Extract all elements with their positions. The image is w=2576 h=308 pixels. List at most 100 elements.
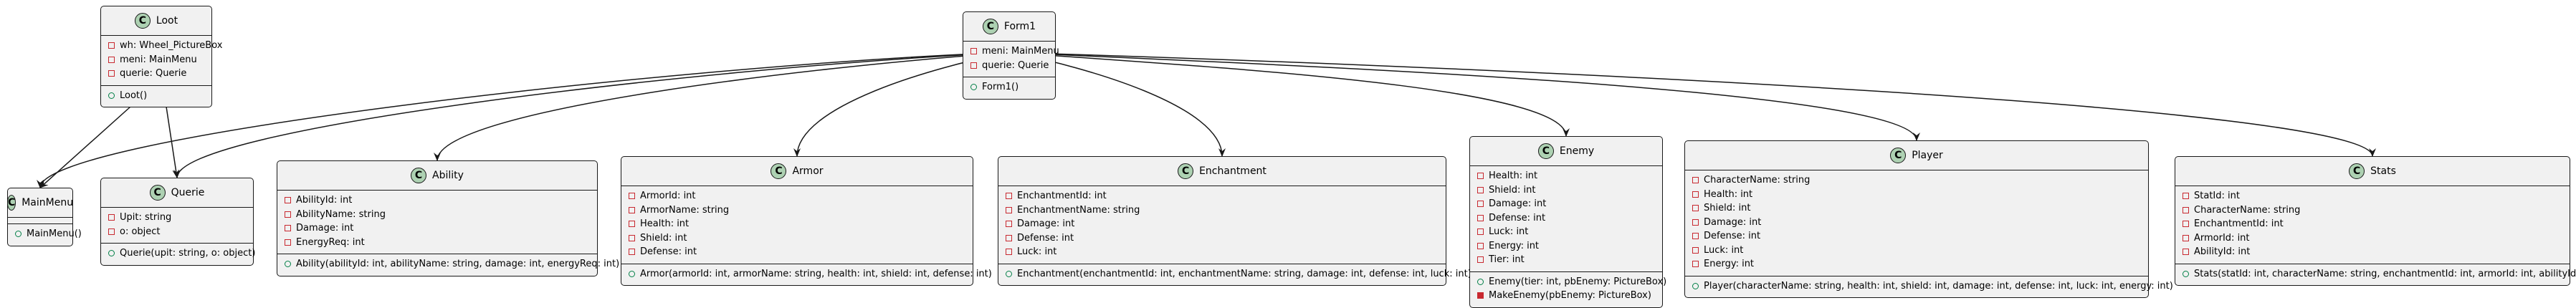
member-text: Defense: int	[640, 246, 697, 257]
private-visibility-icon	[1692, 191, 1699, 198]
class-name: Player	[1912, 150, 1943, 161]
private-visibility-icon	[1006, 206, 1012, 213]
class-methods: Loot()	[101, 86, 211, 107]
public-visibility-icon	[2183, 270, 2189, 277]
field: Upit: string	[101, 211, 253, 225]
field: CharacterName: string	[2175, 203, 2570, 218]
member-text: meni: MainMenu	[982, 46, 1059, 57]
private-visibility-icon	[629, 221, 635, 228]
private-visibility-icon	[1477, 173, 1484, 180]
class-fields	[8, 218, 72, 224]
class-stereotype-icon: C	[149, 185, 166, 201]
member-text: Luck: int	[1704, 244, 1744, 256]
private-visibility-icon	[285, 225, 291, 232]
member-text: Querie(upit: string, o: object)	[120, 248, 256, 259]
field: ArmorName: string	[621, 203, 973, 218]
public-visibility-icon	[970, 84, 977, 91]
method: Enchantment(enchantmentId: int, enchantm…	[998, 267, 1471, 281]
field: Health: int	[1470, 169, 1662, 183]
public-visibility-icon	[629, 270, 635, 277]
member-text: Stats(statId: int, characterName: string…	[2194, 268, 2576, 279]
class-methods: Enchantment(enchantmentId: int, enchantm…	[998, 264, 1471, 286]
edge-form1-to-enemy	[1017, 52, 1570, 137]
method: Form1()	[963, 80, 1055, 95]
member-text: Armor(armorId: int, armorName: string, h…	[640, 268, 992, 279]
field: Luck: int	[1685, 244, 2148, 258]
edge-loot-to-querie	[166, 106, 180, 178]
private-visibility-icon	[285, 211, 291, 218]
private-visibility-icon	[629, 234, 635, 241]
member-text: Energy: int	[1489, 240, 1540, 251]
field: Shield: int	[1470, 183, 1662, 198]
field: Damage: int	[277, 221, 597, 236]
field: Shield: int	[1685, 201, 2148, 216]
private-visibility-icon	[1477, 256, 1484, 264]
field: Damage: int	[1470, 197, 1662, 211]
member-text: Damage: int	[1704, 216, 1762, 228]
method: Loot()	[101, 89, 211, 103]
private-visibility-icon	[1006, 234, 1012, 241]
class-stereotype-icon: C	[771, 163, 787, 179]
class-methods: MainMenu()	[8, 224, 82, 246]
edge-form1-to-mainmenu	[37, 52, 993, 188]
field: Health: int	[621, 217, 973, 231]
class-stereotype-icon: C	[1890, 148, 1907, 163]
class-methods: Player(characterName: string, health: in…	[1685, 276, 2173, 298]
member-text: Tier: int	[1489, 254, 1525, 265]
member-text: AbilityId: int	[296, 195, 353, 206]
field: meni: MainMenu	[101, 53, 211, 67]
private-visibility-icon	[1006, 221, 1012, 228]
field: Luck: int	[1470, 225, 1662, 239]
private-visibility-icon	[285, 197, 291, 204]
field: wh: Wheel_PictureBox	[101, 39, 222, 53]
member-text: EnergyReq: int	[296, 236, 365, 248]
field: ArmorId: int	[621, 189, 973, 203]
method: Stats(statId: int, characterName: string…	[2175, 267, 2576, 281]
private-visibility-icon	[1006, 249, 1012, 256]
private-visibility-icon	[629, 206, 635, 213]
private-visibility-icon	[108, 214, 115, 221]
member-text: Defense: int	[1489, 212, 1546, 223]
field: ArmorId: int	[2175, 231, 2570, 246]
member-text: CharacterName: string	[2194, 204, 2301, 216]
private-visibility-icon	[2183, 206, 2189, 213]
private-visibility-icon	[2183, 193, 2189, 200]
public-visibility-icon	[1477, 278, 1484, 285]
edge-form1-to-ability	[434, 52, 1004, 161]
method: Ability(abilityId: int, abilityName: str…	[277, 257, 619, 271]
private-visibility-icon	[1692, 177, 1699, 184]
private-visibility-icon	[1692, 218, 1699, 226]
member-text: Enchantment(enchantmentId: int, enchantm…	[1017, 268, 1471, 279]
member-text: EnchantmentId: int	[1017, 191, 1107, 201]
member-text: Form1()	[982, 82, 1019, 92]
member-text: Player(characterName: string, health: in…	[1704, 280, 2173, 292]
edge-form1-to-querie	[173, 52, 1000, 178]
private-visibility-icon	[1477, 228, 1484, 236]
class-name: Form1	[1003, 21, 1036, 32]
member-text: Energy: int	[1704, 259, 1755, 269]
private-visibility-icon	[1477, 214, 1484, 221]
class-methods: Stats(statId: int, characterName: string…	[2175, 264, 2576, 286]
class-name: MainMenu	[22, 197, 74, 208]
private-visibility-icon	[1477, 242, 1484, 249]
class-stereotype-icon: C	[2349, 163, 2365, 179]
public-visibility-icon	[15, 231, 22, 238]
private-visibility-icon	[2183, 221, 2189, 228]
field: Defense: int	[621, 245, 973, 259]
private-visibility-icon	[2183, 249, 2189, 256]
field: AbilityId: int	[277, 193, 597, 208]
member-text: ArmorId: int	[2194, 232, 2250, 244]
